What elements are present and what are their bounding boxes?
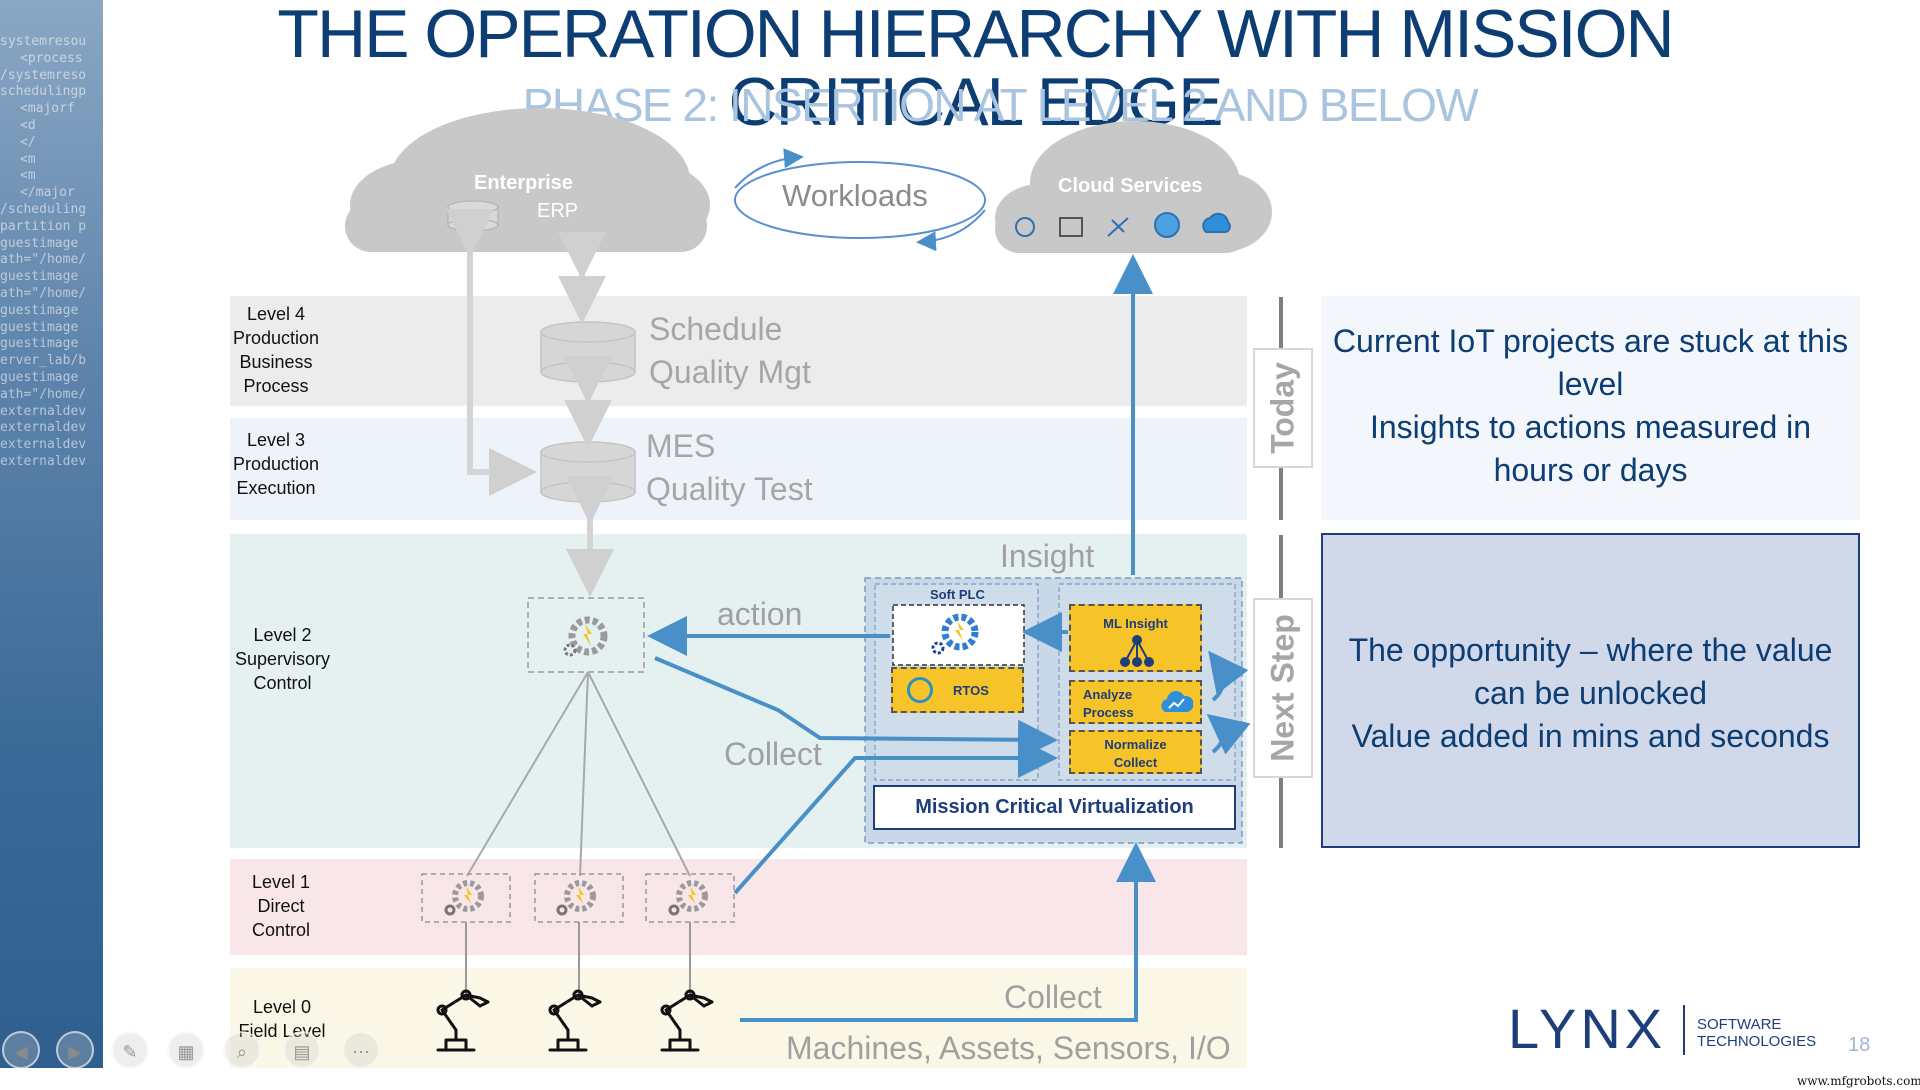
soft-plc-gear-icon <box>931 613 979 655</box>
mcv-label: Mission Critical Virtualization <box>915 796 1194 818</box>
analyze-process-label: Analyze Process <box>1083 687 1134 720</box>
rtos-box: RTOS <box>891 667 1024 713</box>
workloads-arrow-top <box>734 148 804 189</box>
workloads-arrow-bottom <box>916 209 986 252</box>
mes-db <box>540 441 636 503</box>
mes-label: MES <box>646 428 716 464</box>
level1-controllers <box>421 873 735 923</box>
background-code-line: systemresou <box>0 34 87 49</box>
workloads-ellipse <box>734 161 986 239</box>
background-code-line: externaldev <box>0 454 87 469</box>
level-4-label: Level 4 Production Business Process <box>232 304 320 396</box>
level2-gear-icon <box>563 616 608 657</box>
background-code-line: </major <box>20 185 75 201</box>
fanout-lines <box>466 671 691 877</box>
background-code-line: <m <box>20 151 36 167</box>
schedule-label: Schedule <box>649 311 783 347</box>
next-step-tag: Next Step <box>1253 598 1313 778</box>
normalize-collect-box: Normalize Collect <box>1069 730 1202 774</box>
background-code-line: <d <box>20 118 36 133</box>
soft-plc-label: Soft PLC <box>930 587 985 602</box>
background-code-line: schedulingp <box>0 84 87 100</box>
background-code-line: /scheduling <box>0 202 87 217</box>
blue-arrows <box>647 254 1251 1022</box>
logo-tagline: SOFTWARE TECHNOLOGIES <box>1697 1016 1817 1050</box>
erp-label: ERP <box>537 200 579 222</box>
background-code-line: guestimage <box>0 319 79 335</box>
today-info-text: Current IoT projects are stuck at this l… <box>1332 323 1849 488</box>
schedule-db <box>540 321 636 383</box>
rtos-label: RTOS <box>953 683 989 698</box>
prev-slide-button[interactable]: ◀ <box>2 1031 40 1069</box>
ml-insight-box: ML Insight <box>1069 604 1202 672</box>
background-code-line: <majorf <box>20 101 75 117</box>
band-level-4 <box>230 296 1247 406</box>
background-code-line: erver_lab/b <box>0 353 87 369</box>
rtos-icon <box>907 677 933 703</box>
zoom-button[interactable]: ⌕ <box>223 1031 261 1069</box>
background-code-line: guestimage <box>0 370 79 385</box>
insight-label: Insight <box>1000 538 1095 574</box>
level1-to-robot-lines <box>465 922 691 1000</box>
background-code-line: </ <box>20 134 36 150</box>
quality-test-label: Quality Test <box>646 471 813 507</box>
slide-sorter-button[interactable]: ▦ <box>167 1031 205 1069</box>
lynx-logo: LYNX <box>1508 997 1667 1060</box>
background-code-line: <process <box>20 50 83 66</box>
next-step-info-text: The opportunity – where the value can be… <box>1348 632 1833 754</box>
gray-connectors <box>446 209 614 597</box>
level-2-label: Level 2 Supervisory Control <box>234 625 331 693</box>
action-label: action <box>717 596 803 632</box>
next-step-label: Next Step <box>1264 614 1301 762</box>
today-label: Today <box>1264 362 1301 454</box>
collect-level2-label: Collect <box>724 736 822 772</box>
ml-insight-label: ML Insight <box>1103 616 1168 631</box>
collect-level0-label: Collect <box>1004 979 1102 1015</box>
background-code-line: externaldev <box>0 437 87 453</box>
background-code-line: ath="/home/ <box>0 252 87 268</box>
level-1-label: Level 1 Direct Control <box>251 872 311 940</box>
background-code-line: ath="/home/ <box>0 386 87 402</box>
workloads-label: Workloads <box>782 178 928 213</box>
subtitles-button[interactable]: ▤ <box>283 1031 321 1069</box>
erp-database-icon <box>447 200 499 232</box>
background-code-line: guestimage <box>0 269 79 285</box>
background-code-line: externaldev <box>0 420 87 436</box>
analyze-process-box: Analyze Process <box>1069 680 1202 724</box>
enterprise-title: Enterprise <box>474 172 573 194</box>
level-3-label: Level 3 Production Execution <box>232 430 320 498</box>
background-code-line: guestimage <box>0 235 79 251</box>
background-code-line: guestimage <box>0 336 79 352</box>
background-code-line: <m <box>20 168 36 184</box>
network-icon <box>1120 635 1154 667</box>
cloud-services-title: Cloud Services <box>1058 175 1203 197</box>
today-info-panel: Current IoT projects are stuck at this l… <box>1321 296 1860 520</box>
band-level-3 <box>230 418 1247 520</box>
today-tag: Today <box>1253 348 1313 468</box>
band-level-1 <box>230 859 1247 955</box>
robot-arm-icons <box>436 989 714 1052</box>
next-step-info-panel: The opportunity – where the value can be… <box>1321 533 1860 848</box>
cloud-service-icons <box>1015 212 1231 238</box>
page-number: 18 <box>1848 1034 1871 1056</box>
background-code-line: partition p <box>0 218 87 234</box>
mcv-box: Mission Critical Virtualization <box>873 785 1236 830</box>
normalize-collect-label: Normalize Collect <box>1104 737 1167 770</box>
quality-mgt-label: Quality Mgt <box>649 354 811 390</box>
background-code-line: /systemreso <box>0 67 87 83</box>
next-slide-button[interactable]: ▶ <box>56 1031 94 1069</box>
machines-label: Machines, Assets, Sensors, I/O <box>786 1030 1231 1066</box>
enterprise-cloud <box>345 108 710 252</box>
background-code-line: guestimage <box>0 302 79 318</box>
background-code-line: externaldev <box>0 403 87 419</box>
logo-divider <box>1683 1005 1685 1055</box>
cloud-analytics-icon <box>1161 691 1193 712</box>
pen-tool-button[interactable]: ✎ <box>111 1031 149 1069</box>
page-subtitle: PHASE 2: INSERTION AT LEVEL 2 AND BELOW <box>522 79 1479 131</box>
more-options-button[interactable]: ⋯ <box>342 1031 380 1069</box>
level2-controller-box <box>527 597 645 673</box>
watermark: www.mfgrobots.com <box>1797 1074 1920 1088</box>
background-code-line: ath="/home/ <box>0 286 87 301</box>
